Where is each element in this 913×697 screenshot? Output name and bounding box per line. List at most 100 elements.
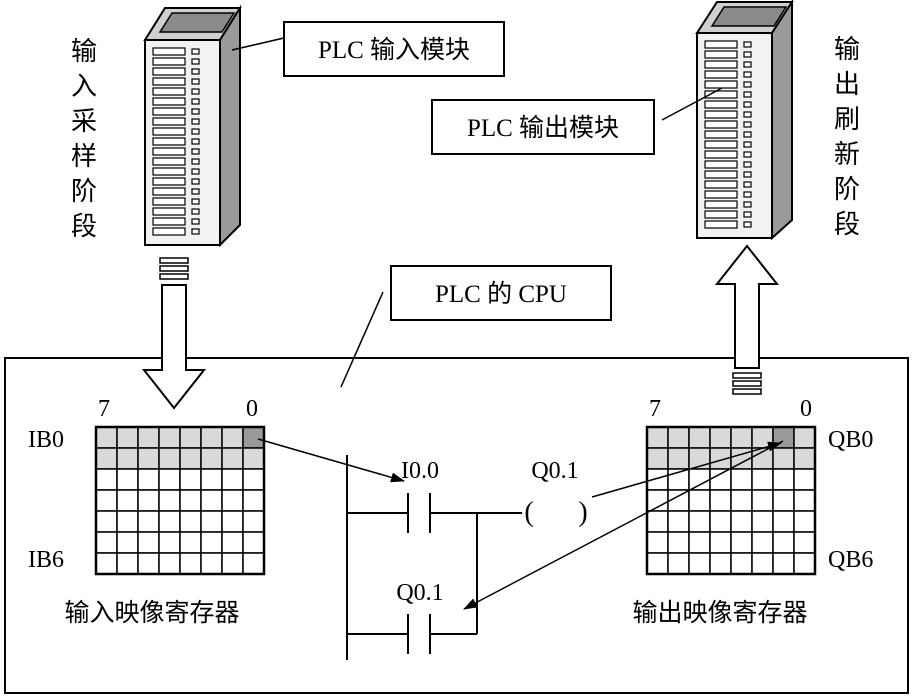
register-cell (116, 552, 139, 575)
contact-q01-label: Q0.1 (396, 580, 443, 606)
register-cell (772, 489, 795, 512)
register-outline (645, 425, 817, 576)
register-cell (751, 531, 774, 554)
module-slot (704, 130, 738, 139)
output-module-box (431, 99, 655, 155)
module-slot (152, 167, 186, 176)
register-cell (221, 489, 244, 512)
contact-i00-label: I0.0 (401, 458, 439, 484)
register-outline (94, 425, 266, 576)
register-cell (200, 489, 223, 512)
module-led (743, 151, 752, 158)
register-cell (221, 531, 244, 554)
output-image-register (645, 425, 817, 576)
register-cell (137, 531, 160, 554)
svg-text:阶: 阶 (834, 175, 860, 204)
module-slot (152, 217, 186, 226)
input-register-bit-low: 0 (246, 396, 258, 422)
module-led (191, 128, 200, 135)
input-module-device (143, 4, 242, 248)
register-cell (137, 552, 160, 575)
module-led (191, 78, 200, 85)
register-cell (200, 447, 223, 470)
register-cell (116, 531, 139, 554)
svg-text:输: 输 (834, 35, 860, 64)
register-cell (158, 447, 181, 470)
module-led (743, 161, 752, 168)
register-cell (200, 510, 223, 533)
module-led (191, 118, 200, 125)
module-led (191, 138, 200, 145)
register-cell (646, 510, 669, 533)
register-cell (95, 510, 118, 533)
register-cell (730, 426, 753, 449)
register-cell (688, 468, 711, 491)
svg-text:出: 出 (834, 70, 860, 99)
coil-right-paren: ) (578, 497, 587, 528)
module-slot (704, 120, 738, 129)
register-cell (688, 531, 711, 554)
register-cell (221, 468, 244, 491)
svg-text:段: 段 (834, 210, 860, 239)
module-led (191, 228, 200, 235)
module-led (743, 61, 752, 68)
register-cell (242, 531, 265, 554)
register-cell (116, 468, 139, 491)
output-register-caption: 输出映像寄存器 (632, 599, 807, 627)
module-slot (152, 107, 186, 116)
register-cell (95, 468, 118, 491)
register-cell (158, 510, 181, 533)
register-cell (709, 510, 732, 533)
register-cell (179, 447, 202, 470)
module-slot (704, 180, 738, 189)
coil-left-paren: ( (524, 497, 533, 528)
svg-text:刷: 刷 (834, 105, 860, 134)
register-cell (95, 489, 118, 512)
output-register-bit-high: 7 (649, 396, 661, 422)
register-cell (200, 426, 223, 449)
register-cell (179, 510, 202, 533)
input-connector (159, 257, 189, 280)
output-module-leader (661, 87, 723, 121)
input-stage-text: 输 入 采 样 阶 段 (71, 37, 97, 241)
output-scan-arrow (714, 244, 780, 369)
module-led (743, 191, 752, 198)
register-cell (200, 552, 223, 575)
register-cell (772, 510, 795, 533)
register-cell (709, 531, 732, 554)
module-slot (152, 127, 186, 136)
register-cell (221, 426, 244, 449)
module-led (191, 208, 200, 215)
register-cell (772, 552, 795, 575)
register-cell (730, 531, 753, 554)
register-cell (158, 552, 181, 575)
output-register-row-bottom: QB6 (828, 547, 873, 573)
register-cell (646, 447, 669, 470)
module-slot (152, 177, 186, 186)
register-cell (793, 531, 816, 554)
module-slot (152, 157, 186, 166)
register-cell (709, 426, 732, 449)
module-slot (704, 100, 738, 109)
module-led (191, 58, 200, 65)
register-cell (95, 447, 118, 470)
module-led (743, 91, 752, 98)
coil-q01-label: Q0.1 (531, 458, 578, 484)
module-led (743, 211, 752, 218)
module-led (743, 41, 752, 48)
arrow-q01-read (463, 440, 784, 610)
svg-text:阶: 阶 (71, 177, 97, 206)
input-module-leader (231, 37, 285, 51)
register-cell (179, 531, 202, 554)
register-cell (242, 447, 265, 470)
input-register-row-top: IB0 (28, 427, 64, 453)
module-slot (704, 110, 738, 119)
register-cell (709, 489, 732, 512)
register-cell (688, 426, 711, 449)
module-slot (152, 77, 186, 86)
register-cell (137, 489, 160, 512)
register-cell (688, 552, 711, 575)
module-slot (152, 227, 186, 236)
module-slot (152, 47, 186, 56)
register-cell (179, 468, 202, 491)
